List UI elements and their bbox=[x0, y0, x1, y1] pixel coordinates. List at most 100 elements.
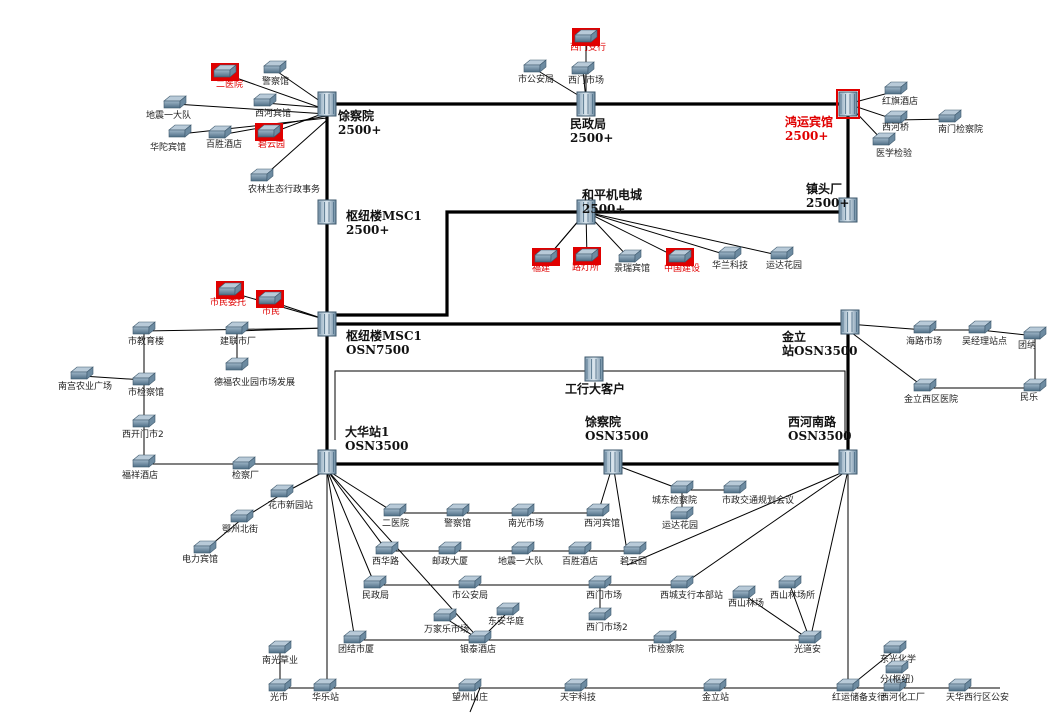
access-node-n14[interactable]: 南门检察院 bbox=[938, 109, 983, 135]
optical-network-node-icon bbox=[317, 199, 337, 225]
access-node-n66[interactable]: 光市 bbox=[268, 678, 292, 703]
access-node-n61[interactable]: 团结市厦 bbox=[338, 630, 374, 655]
access-node-n39[interactable]: 电力宾馆 bbox=[182, 540, 218, 565]
access-node-n44[interactable]: 城东检察院 bbox=[652, 480, 697, 506]
access-node-n64[interactable]: 光道安 bbox=[794, 630, 822, 655]
access-node-n24[interactable]: 市教育楼 bbox=[128, 321, 164, 347]
access-node-n3[interactable]: 地震一大队 bbox=[146, 95, 191, 121]
access-node-n35[interactable]: 金立西区医院 bbox=[904, 378, 958, 405]
access-node-n62[interactable]: 银泰酒店 bbox=[460, 630, 496, 655]
access-node-n75[interactable]: 天华西行区公安 bbox=[946, 678, 1009, 703]
access-node-n74[interactable]: 分(枢纽) bbox=[880, 660, 914, 685]
access-node-n49[interactable]: 地震一大队 bbox=[498, 541, 543, 567]
access-node-n70[interactable]: 金立站 bbox=[702, 678, 729, 703]
access-node-n6[interactable]: 华陀宾馆 bbox=[150, 124, 192, 153]
access-node-label: 福建 bbox=[532, 262, 550, 274]
access-node-n12[interactable]: 红旗酒店 bbox=[882, 81, 918, 107]
access-node-n42[interactable]: 南光市场 bbox=[508, 503, 544, 529]
access-node-n60[interactable]: 东安华庭 bbox=[488, 602, 524, 627]
access-node-n37[interactable]: 花市新园站 bbox=[268, 484, 313, 511]
access-device-icon bbox=[532, 248, 560, 266]
access-node-n41[interactable]: 警察馆 bbox=[444, 503, 471, 529]
access-node-n55[interactable]: 西城支行本部站 bbox=[660, 575, 723, 601]
access-node-n63[interactable]: 市检察院 bbox=[648, 630, 684, 655]
access-node-n36[interactable]: 民乐 bbox=[1020, 378, 1047, 403]
access-node-n46[interactable]: 运达花园 bbox=[662, 506, 698, 531]
access-node-n50[interactable]: 百胜酒店 bbox=[562, 541, 598, 567]
access-node-n26[interactable]: 南宫农业广场 bbox=[58, 366, 112, 392]
access-node-n33[interactable]: 吴经理站点 bbox=[962, 320, 1007, 347]
access-node-n28[interactable]: 德福农业园市场发展 bbox=[214, 357, 295, 388]
access-node-n48[interactable]: 邮政大厦 bbox=[432, 541, 468, 567]
access-node-n8[interactable]: 农林生态行政事务 bbox=[248, 168, 320, 195]
major-node-gh[interactable]: 工行大客户 bbox=[565, 356, 625, 396]
access-node-n69[interactable]: 天宇科技 bbox=[560, 678, 596, 703]
access-node-n19[interactable]: 中国建设 bbox=[664, 248, 700, 274]
access-node-n54[interactable]: 西门市场 bbox=[586, 575, 622, 601]
access-node-n31[interactable]: 检察厂 bbox=[232, 456, 259, 481]
access-device-icon bbox=[572, 28, 600, 46]
access-node-n27[interactable]: 市检察馆 bbox=[128, 372, 164, 398]
access-node-n38[interactable]: 鄂州北街 bbox=[222, 509, 258, 535]
access-node-n15[interactable]: 医学检验 bbox=[872, 132, 912, 159]
access-node-n53[interactable]: 市公安局 bbox=[452, 575, 488, 601]
access-node-n59[interactable]: 西门市场2 bbox=[586, 607, 628, 633]
access-node-n73[interactable]: 东光化学 bbox=[880, 640, 916, 665]
access-node-n58[interactable]: 万家乐市场 bbox=[424, 608, 469, 635]
access-node-n11[interactable]: 西门市场 bbox=[568, 61, 604, 86]
access-node-label: 光道安 bbox=[794, 643, 821, 655]
access-node-n22[interactable]: 市民委托 bbox=[210, 281, 246, 308]
access-node-n16[interactable]: 福建 bbox=[532, 248, 560, 274]
access-node-n67[interactable]: 华乐站 bbox=[312, 678, 339, 703]
access-node-n43[interactable]: 西河宾馆 bbox=[584, 503, 620, 529]
access-node-n65[interactable]: 南光草业 bbox=[262, 640, 298, 666]
access-node-n68[interactable]: 望州山庄 bbox=[452, 678, 488, 703]
access-node-label: 团结市厦 bbox=[338, 643, 374, 655]
access-node-n40[interactable]: 二医院 bbox=[382, 503, 409, 529]
access-node-n45[interactable]: 市政交通规划会议 bbox=[722, 480, 794, 506]
access-node-label: 路灯所 bbox=[572, 261, 599, 273]
access-node-n52[interactable]: 民政局 bbox=[362, 575, 389, 601]
access-node-n56[interactable]: 西山林场 bbox=[728, 585, 764, 609]
access-node-n30[interactable]: 福祥酒店 bbox=[122, 454, 158, 481]
access-node-n5[interactable]: 碧云园 bbox=[255, 123, 285, 150]
access-node-n29[interactable]: 西开门市2 bbox=[122, 414, 164, 440]
major-node-label: 站OSN3500 bbox=[782, 343, 858, 358]
access-node-n20[interactable]: 华兰科技 bbox=[712, 246, 748, 271]
access-node-n4[interactable]: 西河宾馆 bbox=[253, 93, 291, 119]
access-node-n13[interactable]: 西河桥 bbox=[882, 110, 909, 133]
access-node-n10[interactable]: 市公安局 bbox=[518, 59, 554, 85]
access-device-icon bbox=[670, 480, 694, 494]
access-node-label: 海路市场 bbox=[906, 335, 942, 347]
access-node-n1[interactable]: 二医院 bbox=[211, 63, 243, 90]
access-node-n34[interactable]: 团纳 bbox=[1018, 326, 1047, 351]
access-node-n25[interactable]: 建联市厂 bbox=[220, 321, 256, 347]
access-node-n21[interactable]: 运达花园 bbox=[766, 246, 802, 271]
access-node-n47[interactable]: 西华路 bbox=[372, 541, 399, 567]
access-node-n2[interactable]: 警察馆 bbox=[262, 60, 289, 87]
access-node-n71[interactable]: 红运储备支行 bbox=[832, 678, 886, 703]
access-node-n51[interactable]: 碧云园 bbox=[620, 541, 647, 567]
access-node-label: 西华路 bbox=[372, 555, 399, 567]
access-node-n7[interactable]: 百胜酒店 bbox=[206, 125, 242, 150]
access-node-n9[interactable]: 西门支行 bbox=[570, 28, 606, 53]
access-node-n23[interactable]: 市民 bbox=[256, 290, 284, 317]
access-node-n18[interactable]: 景瑞宾馆 bbox=[614, 249, 650, 274]
access-node-n72[interactable]: 西河化工厂 bbox=[880, 678, 925, 703]
access-node-n17[interactable]: 路灯所 bbox=[572, 247, 601, 273]
access-node-label: 二医院 bbox=[216, 78, 243, 90]
access-node-n32[interactable]: 海路市场 bbox=[906, 320, 942, 347]
access-device-icon bbox=[770, 246, 794, 260]
access-node-n57[interactable]: 西山林场所 bbox=[770, 575, 815, 601]
